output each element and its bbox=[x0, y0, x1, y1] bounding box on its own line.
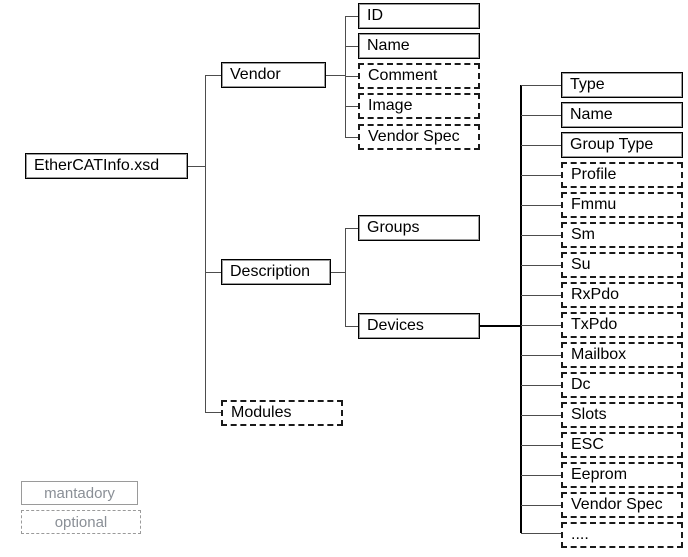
node-device-name-label: Name bbox=[570, 106, 613, 123]
node-device-txpdo[interactable]: TxPdo bbox=[561, 312, 683, 338]
node-device-vendor-spec-label: Vendor Spec bbox=[571, 496, 663, 513]
node-modules-label: Modules bbox=[231, 404, 292, 421]
edge-device-child-16 bbox=[521, 533, 561, 534]
edge-to-description bbox=[205, 272, 222, 273]
edge-device-child-4 bbox=[521, 175, 561, 176]
edge-description-trunk bbox=[345, 228, 346, 326]
node-device-more[interactable]: .... bbox=[561, 522, 683, 548]
node-vendor-comment[interactable]: Comment bbox=[358, 63, 480, 89]
node-root-label: EtherCATInfo.xsd bbox=[34, 157, 160, 174]
edge-vendor-child-3 bbox=[345, 76, 358, 77]
node-device-rxpdo[interactable]: RxPdo bbox=[561, 282, 683, 308]
node-modules[interactable]: Modules bbox=[221, 400, 343, 426]
node-device-eeprom-label: Eeprom bbox=[571, 466, 628, 483]
edge-root-trunk bbox=[205, 75, 206, 413]
node-groups-label: Groups bbox=[367, 219, 420, 236]
edge-to-modules bbox=[205, 412, 222, 413]
node-device-su[interactable]: Su bbox=[561, 252, 683, 278]
node-vendor-vendor-spec-label: Vendor Spec bbox=[368, 128, 460, 145]
edge-device-child-13 bbox=[521, 445, 561, 446]
node-device-profile-label: Profile bbox=[571, 166, 617, 183]
edge-vendor-child-1 bbox=[345, 16, 358, 17]
node-device-group-type-label: Group Type bbox=[570, 136, 654, 153]
edge-description-child-1 bbox=[345, 228, 358, 229]
node-device-mailbox[interactable]: Mailbox bbox=[561, 342, 683, 368]
node-vendor-id[interactable]: ID bbox=[358, 3, 480, 29]
node-devices-label: Devices bbox=[367, 317, 424, 334]
node-device-eeprom[interactable]: Eeprom bbox=[561, 462, 683, 488]
edge-device-child-6 bbox=[521, 235, 561, 236]
legend-mandatory-label: mantadory bbox=[44, 484, 115, 502]
node-vendor[interactable]: Vendor bbox=[221, 62, 326, 88]
node-device-vendor-spec[interactable]: Vendor Spec bbox=[561, 492, 683, 518]
node-device-group-type[interactable]: Group Type bbox=[561, 132, 683, 158]
edge-device-child-12 bbox=[521, 415, 561, 416]
node-vendor-name-label: Name bbox=[367, 37, 410, 54]
node-device-slots[interactable]: Slots bbox=[561, 402, 683, 428]
edge-device-child-14 bbox=[521, 475, 561, 476]
node-device-mailbox-label: Mailbox bbox=[571, 346, 627, 363]
edge-vendor-child-4 bbox=[345, 106, 358, 107]
edge-device-child-5 bbox=[521, 205, 561, 206]
node-device-type-label: Type bbox=[570, 76, 605, 93]
node-device-profile[interactable]: Profile bbox=[561, 162, 683, 188]
legend-optional-label: optional bbox=[54, 513, 108, 531]
edge-device-child-11 bbox=[521, 385, 561, 386]
edge-device-child-9 bbox=[521, 325, 561, 326]
node-device-name[interactable]: Name bbox=[561, 102, 683, 128]
node-device-fmmu-label: Fmmu bbox=[571, 196, 617, 213]
node-description-label: Description bbox=[230, 263, 311, 280]
node-vendor-id-label: ID bbox=[367, 7, 383, 24]
node-device-fmmu[interactable]: Fmmu bbox=[561, 192, 683, 218]
node-device-dc-label: Dc bbox=[571, 376, 591, 393]
node-device-rxpdo-label: RxPdo bbox=[571, 286, 620, 303]
legend-mandatory: mantadory bbox=[21, 481, 138, 505]
node-root[interactable]: EtherCATInfo.xsd bbox=[25, 153, 188, 179]
edge-device-child-3 bbox=[521, 145, 561, 146]
node-device-sm-label: Sm bbox=[571, 226, 595, 243]
node-groups[interactable]: Groups bbox=[358, 215, 480, 241]
node-vendor-comment-label: Comment bbox=[368, 67, 438, 84]
node-device-esc-label: ESC bbox=[571, 436, 604, 453]
edge-description-child-2 bbox=[345, 326, 358, 327]
node-vendor-vendor-spec[interactable]: Vendor Spec bbox=[358, 124, 480, 150]
node-vendor-label: Vendor bbox=[230, 66, 281, 83]
edge-vendor-out bbox=[326, 75, 345, 76]
node-vendor-name[interactable]: Name bbox=[358, 33, 480, 59]
edge-devices-out bbox=[480, 325, 522, 327]
edge-device-child-1 bbox=[521, 85, 561, 86]
edge-description-out bbox=[331, 272, 345, 273]
node-device-txpdo-label: TxPdo bbox=[571, 316, 618, 333]
node-device-sm[interactable]: Sm bbox=[561, 222, 683, 248]
edge-device-child-8 bbox=[521, 295, 561, 296]
edge-to-vendor bbox=[205, 75, 222, 76]
node-device-su-label: Su bbox=[571, 256, 591, 273]
edge-vendor-child-2 bbox=[345, 46, 358, 47]
edge-vendor-child-5 bbox=[345, 137, 358, 138]
edge-device-child-10 bbox=[521, 355, 561, 356]
edge-device-child-2 bbox=[521, 115, 561, 116]
edge-devices-trunk bbox=[520, 85, 522, 533]
node-device-slots-label: Slots bbox=[571, 406, 607, 423]
edge-device-child-7 bbox=[521, 265, 561, 266]
node-devices[interactable]: Devices bbox=[358, 313, 480, 339]
edge-device-child-15 bbox=[521, 505, 561, 506]
node-vendor-image[interactable]: Image bbox=[358, 93, 480, 119]
node-device-esc[interactable]: ESC bbox=[561, 432, 683, 458]
node-device-dc[interactable]: Dc bbox=[561, 372, 683, 398]
legend-optional: optional bbox=[21, 510, 141, 534]
node-device-more-label: .... bbox=[571, 526, 589, 543]
node-device-type[interactable]: Type bbox=[561, 72, 683, 98]
node-vendor-image-label: Image bbox=[368, 97, 413, 114]
node-description[interactable]: Description bbox=[221, 259, 331, 285]
edge-root-stub bbox=[188, 166, 206, 167]
